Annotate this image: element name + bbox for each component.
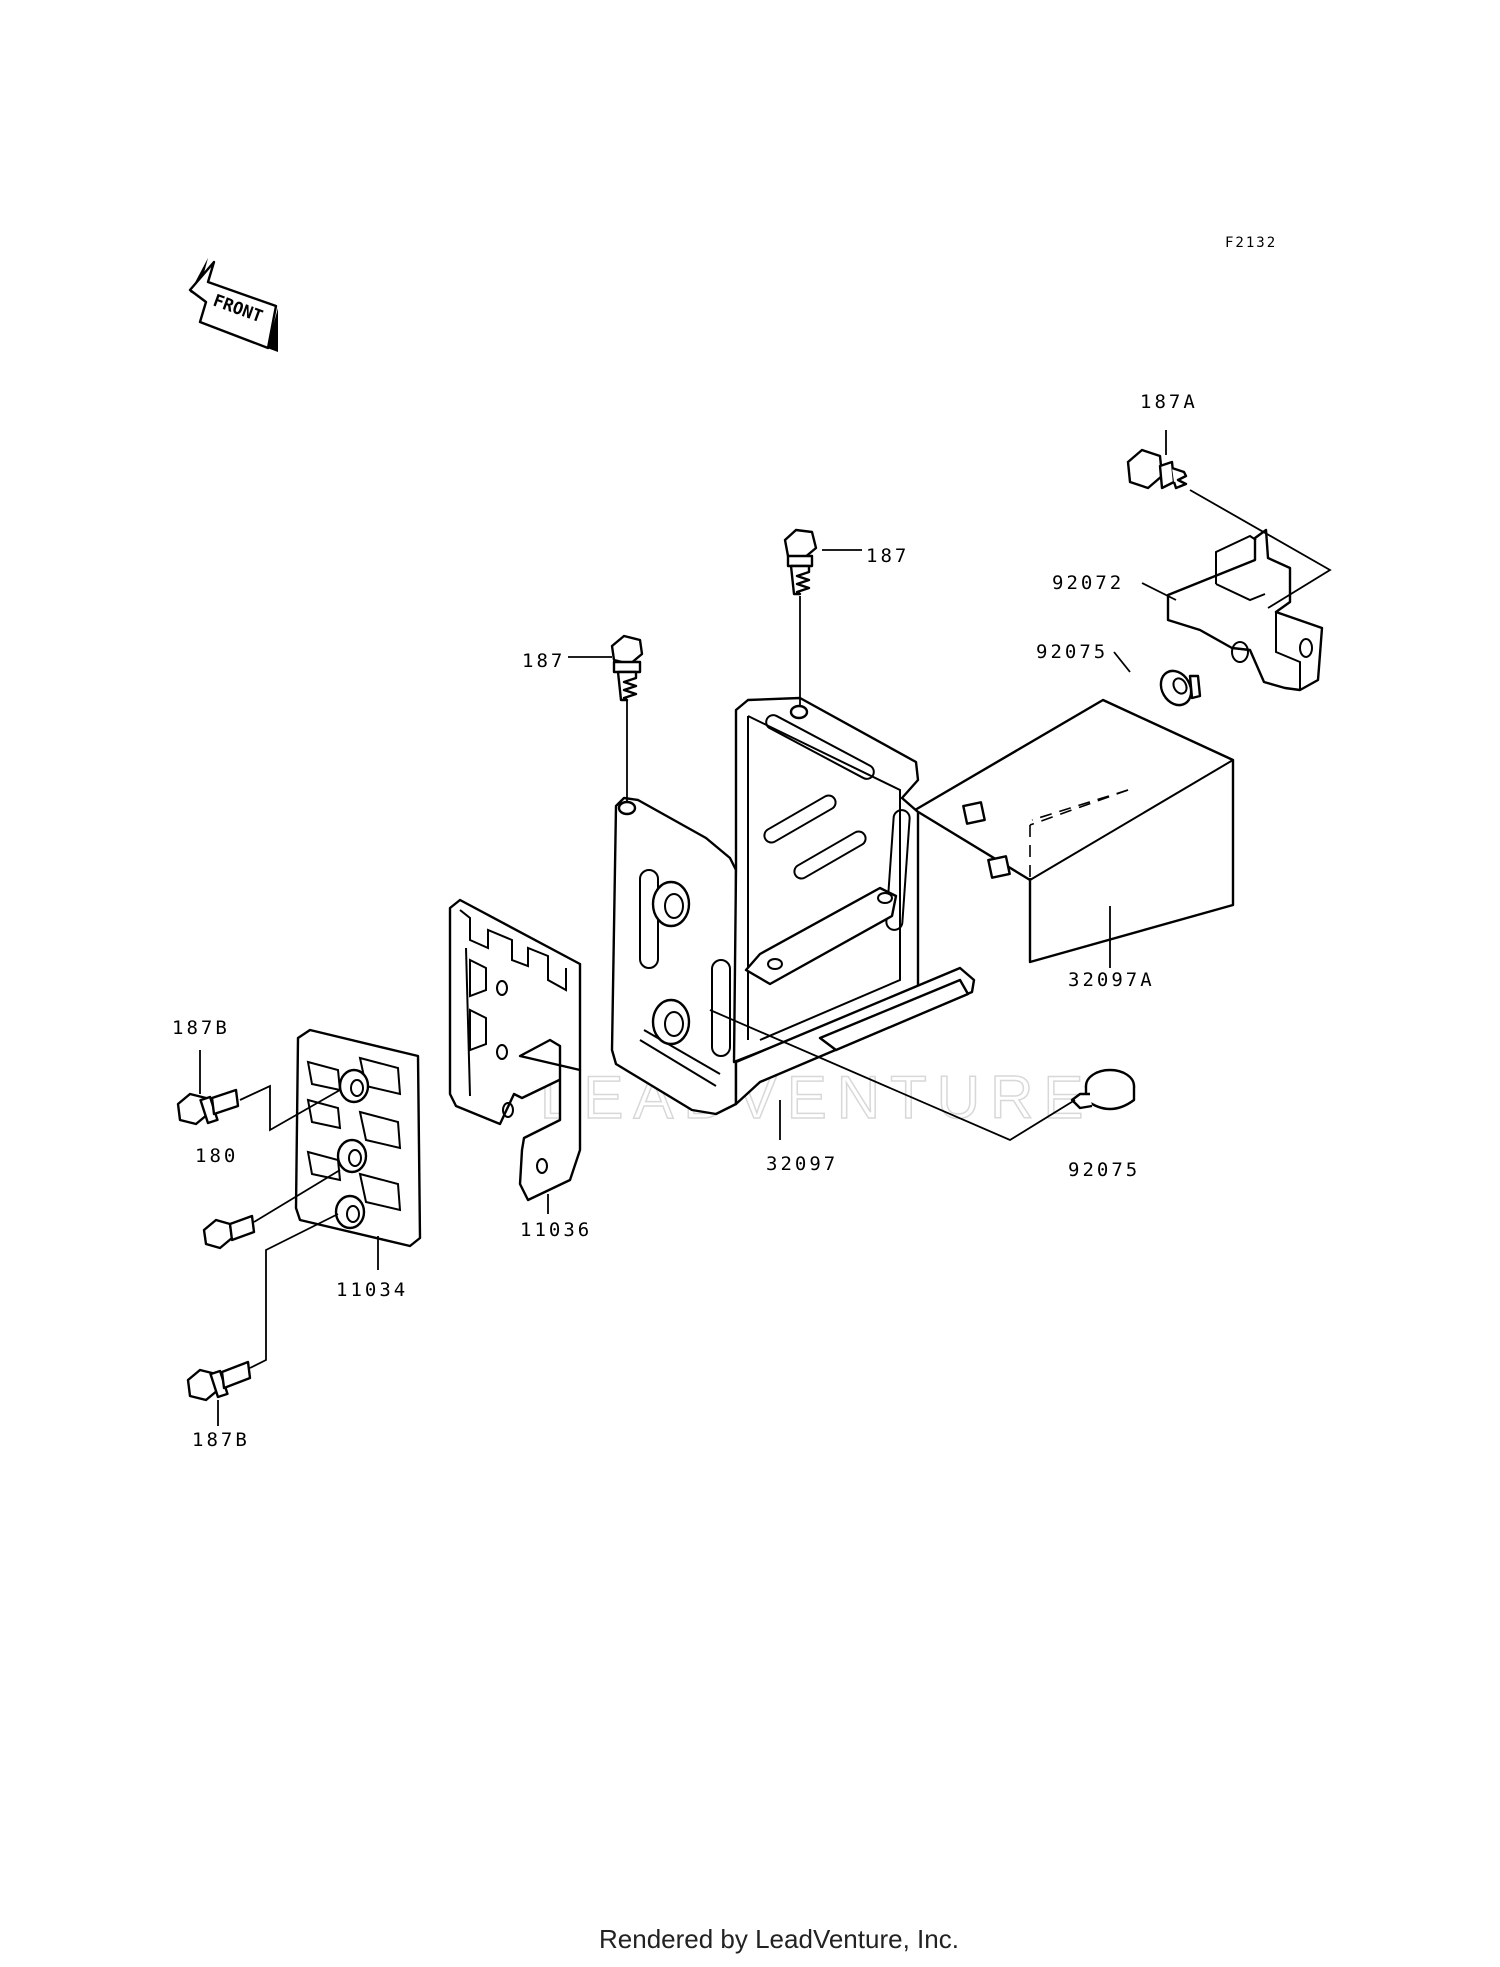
- callout-32097a: 32097A: [1068, 969, 1155, 991]
- footer-credit: Rendered by LeadVenture, Inc.: [599, 1924, 959, 1954]
- callout-187b-bottom: 187B: [192, 1429, 250, 1451]
- bracket-92072: [1166, 528, 1324, 692]
- bolt-187-top-icon: [783, 528, 818, 596]
- battery-case-32097a: [913, 698, 1235, 964]
- callout-92075-top: 92075: [1036, 641, 1108, 663]
- bolt-187b-bottom-icon: [186, 1360, 252, 1402]
- front-arrow-icon: FRONT: [188, 258, 278, 352]
- bolt-187b-top-icon: [176, 1088, 240, 1126]
- bolt-187-left-icon: [610, 634, 644, 702]
- bolt-187a-icon: [1126, 448, 1188, 490]
- callout-187-left: 187: [522, 650, 565, 672]
- callout-180: 180: [195, 1145, 238, 1167]
- leader-lines: [199, 430, 1332, 1426]
- callout-92075-bottom: 92075: [1068, 1159, 1140, 1181]
- callout-11034: 11034: [336, 1279, 408, 1301]
- callout-187-top: 187: [866, 545, 909, 567]
- diagram-code: F2132: [1225, 235, 1277, 251]
- callout-32097: 32097: [766, 1153, 838, 1175]
- damper-92075-icon: [1070, 1068, 1136, 1111]
- screw-180-icon: [202, 1214, 256, 1250]
- washer-92075-top-icon: [1159, 669, 1202, 707]
- callout-187a: 187A: [1140, 391, 1198, 413]
- insulator-plate-11036: [448, 898, 582, 1202]
- battery-box-32097: [610, 696, 976, 1116]
- callout-187b-top: 187B: [172, 1017, 230, 1039]
- callout-11036: 11036: [520, 1219, 592, 1241]
- watermark: LEADVENTURE: [540, 1064, 1093, 1131]
- callout-92072: 92072: [1052, 572, 1124, 594]
- insulator-plate-11034: [294, 1028, 422, 1248]
